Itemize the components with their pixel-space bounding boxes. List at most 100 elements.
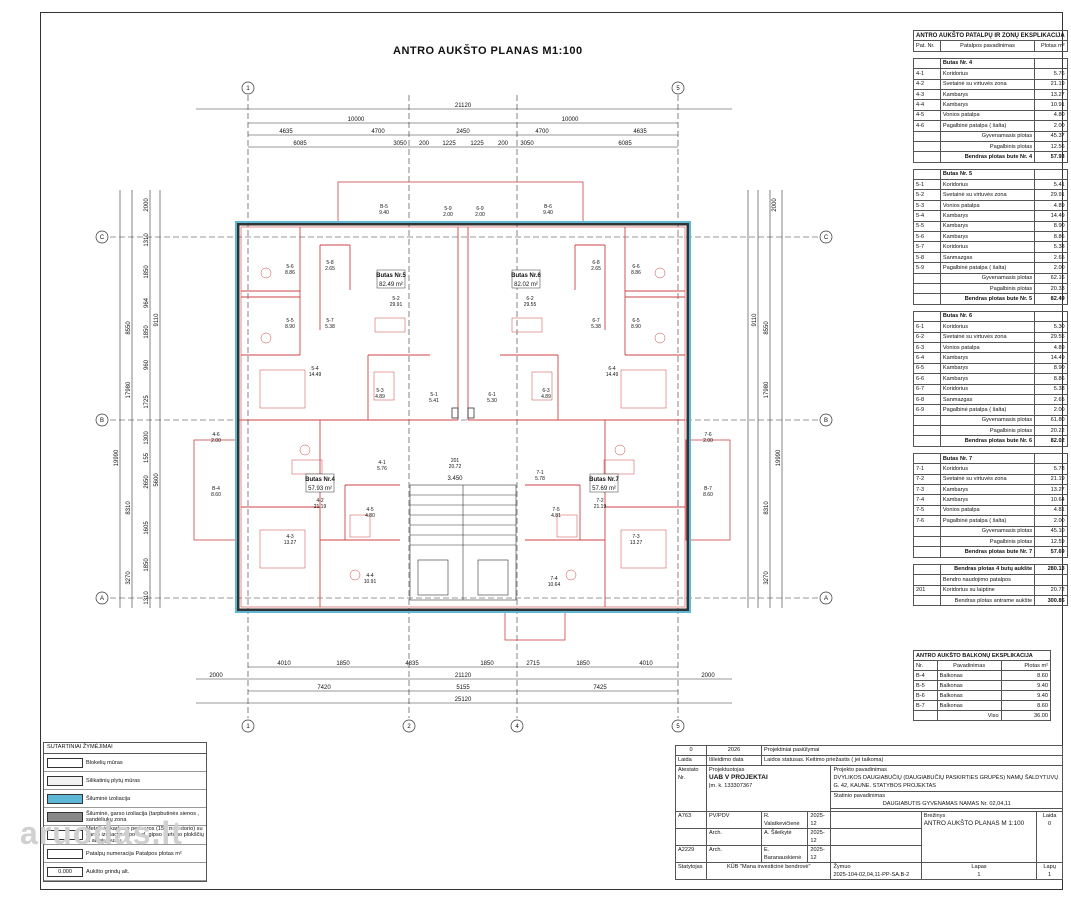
table-cell	[913, 282, 941, 295]
room-area: 21.19	[314, 504, 327, 510]
room-area: 9.40	[379, 210, 389, 216]
dim-text: 2000	[772, 198, 778, 212]
room-number: 7-6	[704, 432, 711, 438]
title-block: 0 2026 Projektiniai pasiūlymai Laida Išl…	[675, 745, 1063, 880]
room-area: 8.90	[285, 324, 295, 330]
table-cell	[913, 414, 941, 427]
room-area: 13.27	[284, 540, 297, 546]
dim-text: 1850	[144, 325, 150, 339]
axis-label: B	[100, 418, 104, 424]
lapu: 1	[1048, 872, 1052, 878]
table-cell: A763	[675, 811, 707, 829]
laida-label: Laida	[1042, 813, 1057, 819]
axis-label: C	[824, 235, 829, 241]
apartment-name: Butas Nr.6	[511, 273, 541, 279]
sheet-label: Brėžinys	[923, 813, 946, 819]
room-area: 4.89	[375, 394, 385, 400]
table-cell: 6-3	[913, 341, 941, 354]
room-area: 5.38	[325, 324, 335, 330]
table-cell: Vonios patalpa	[939, 341, 1036, 354]
table-cell: 2.65	[1034, 393, 1068, 406]
table-row: Butas Nr. 5	[913, 168, 1068, 181]
dim-text: 19990	[776, 449, 782, 466]
axis-label: 1	[246, 86, 250, 92]
table-cell: Koridorius	[939, 68, 1036, 80]
table-cell: 8.90	[1034, 362, 1068, 375]
table-cell	[913, 594, 941, 607]
column-header: Pavadinimas	[936, 660, 1002, 671]
dim-text: 8310	[126, 501, 132, 515]
legend-title: SUTARTINIAI ŽYMĖJIMAI	[44, 743, 206, 754]
room-area: 2.00	[475, 212, 485, 218]
room-number: 4-1	[378, 460, 385, 466]
table-cell: 7-4	[913, 494, 941, 506]
table-cell: B-7	[913, 700, 938, 711]
table-cell	[913, 445, 1068, 454]
room-area: 21.19	[594, 504, 607, 510]
room-number: B-6	[544, 204, 552, 210]
table-cell: 57.69	[1034, 546, 1068, 558]
table-cell: 5-2	[913, 189, 941, 201]
room-area: 4.89	[541, 394, 551, 400]
dim-text: 5155	[456, 685, 470, 691]
table-cell: Sanmazgas	[939, 393, 1036, 406]
table-cell: Arch.	[706, 828, 762, 846]
legend-item: Šiluminė, garso izoliacija (tarpbutinės …	[44, 808, 206, 826]
dim-text: 1225	[470, 141, 484, 147]
plan-title: ANTRO AUKŠTO PLANAS M1:100	[393, 45, 583, 57]
table-cell: Vonios patalpa	[939, 199, 1036, 212]
legend-label: Metalinio karkaso pertvaros (150 mm stor…	[86, 826, 204, 844]
org-name: UAB V PROJEKTAI	[709, 774, 768, 781]
room-number: 5-7	[326, 318, 333, 324]
legend-item: Blokelių mūras	[44, 754, 206, 772]
drawing-code: 2025-104-02,04,11-PP-SA.B-2	[833, 872, 910, 878]
dim-text: 1850	[144, 558, 150, 572]
dim-text: 155	[144, 452, 150, 463]
table-cell: Kambarys	[939, 220, 1036, 233]
dim-text: 8550	[764, 321, 770, 335]
table-cell	[913, 535, 941, 548]
dim-text: 2650	[144, 475, 150, 489]
table-cell	[1034, 310, 1068, 323]
axis-label: A	[824, 596, 828, 602]
table-cell: Bendras plotas antrame aukšte	[939, 594, 1036, 607]
dim-text: 1725	[144, 395, 150, 409]
table-cell: 4.81	[1034, 504, 1068, 517]
balcony-table: ANTRO AUKŠTO BALKONŲ EKSPLIKACIJA Nr. Pa…	[913, 650, 1052, 721]
table-cell: E. Baranauskienė	[760, 845, 809, 863]
table-cell: 57.93	[1034, 151, 1068, 163]
dim-text: 17980	[126, 381, 132, 398]
table-cell	[913, 151, 941, 163]
dim-text: 9110	[752, 313, 758, 327]
legend-label: Silikatinių plytų mūras	[86, 777, 141, 784]
table-cell: B-4	[913, 670, 938, 681]
table-cell: 5.78	[1034, 463, 1068, 475]
room-number: 6-6	[632, 264, 639, 270]
table-cell: 6-2	[913, 331, 941, 343]
dim-text: 6085	[618, 141, 632, 147]
table-cell: 8.60	[1000, 670, 1052, 681]
org-code: Įm. k. 133307367	[709, 783, 753, 789]
table-cell: 8.86	[1034, 373, 1068, 385]
table-cell: 5.38	[1034, 241, 1068, 253]
table-cell	[1034, 452, 1068, 465]
table-cell: Kambarys	[939, 373, 1036, 385]
table-cell: 20.22	[1034, 425, 1068, 437]
room-area: 10.91	[364, 579, 377, 585]
table-cell: Bendras plotas bute Nr. 5	[939, 293, 1036, 305]
